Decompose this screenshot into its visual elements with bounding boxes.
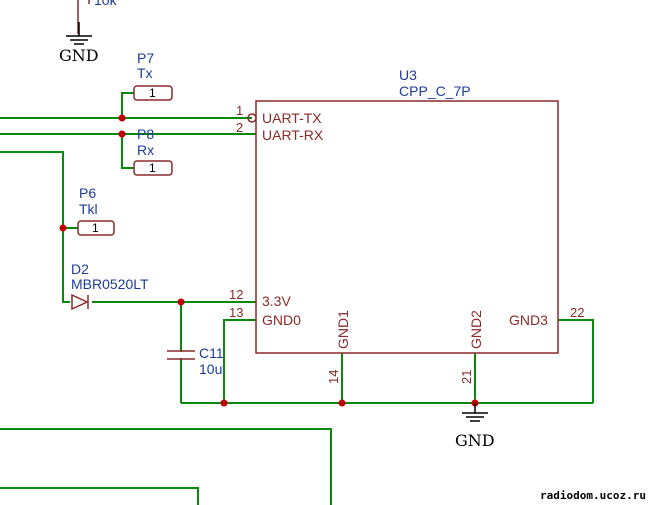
pin-name-3v3: 3.3V	[262, 293, 291, 309]
p6-net: Tkl	[79, 201, 98, 217]
d2-ref: D2	[71, 261, 89, 277]
gnd-label-bottom: GND	[455, 431, 495, 450]
gnd-symbol-top	[66, 0, 92, 45]
capacitor-c11	[167, 350, 195, 360]
junction-rx	[118, 130, 126, 138]
pin-name-uart-rx: UART-RX	[262, 127, 324, 143]
port-p6: 1	[77, 220, 115, 236]
pin-name-gnd0: GND0	[262, 312, 301, 328]
p7-ref: P7	[137, 50, 154, 66]
p7-net: Tx	[137, 65, 153, 81]
port-p6-pin: 1	[92, 221, 99, 235]
junction-gnd0	[220, 399, 228, 407]
port-p7: 1	[133, 85, 173, 101]
c11-value: 10u	[199, 361, 222, 377]
gnd-label-top: GND	[59, 46, 99, 65]
junction-tkl	[59, 224, 67, 232]
pin-num-3v3: 12	[229, 287, 243, 302]
junctions	[59, 114, 479, 407]
junction-tx	[118, 114, 126, 122]
d2-value: MBR0520LT	[71, 276, 149, 292]
pin-name-gnd3: GND3	[509, 312, 548, 328]
u3-ref: U3	[399, 67, 417, 83]
c11-ref: C11	[199, 345, 224, 361]
module-u3	[247, 100, 559, 354]
pin-num-gnd1: 14	[326, 370, 341, 384]
p8-ref: P8	[137, 126, 154, 142]
wires	[0, 92, 594, 505]
pin-num-gnd3: 22	[570, 305, 584, 320]
resistor-value-partial: 10k	[94, 0, 118, 8]
port-p8-pin: 1	[149, 161, 156, 175]
diode-d2	[71, 293, 89, 311]
port-p8: 1	[133, 160, 173, 176]
u3-value: CPP_C_7P	[399, 83, 471, 99]
watermark-text: radiodom.ucoz.ru	[540, 489, 646, 502]
p8-net: Rx	[137, 142, 154, 158]
pin-name-uart-tx: UART-TX	[262, 110, 322, 126]
pin-num-gnd2: 21	[459, 370, 474, 384]
pin-num-gnd0: 13	[229, 305, 243, 320]
port-p7-pin: 1	[149, 86, 156, 100]
p6-ref: P6	[79, 185, 96, 201]
pin-name-gnd1: GND1	[335, 310, 351, 349]
junction-3v3	[177, 298, 185, 306]
pin-num-uart-rx: 2	[236, 120, 243, 135]
pin-num-uart-tx: 1	[236, 103, 243, 118]
pin-name-gnd2: GND2	[468, 310, 484, 349]
junction-gnd1	[338, 399, 346, 407]
gnd-symbol-bottom	[462, 403, 488, 422]
